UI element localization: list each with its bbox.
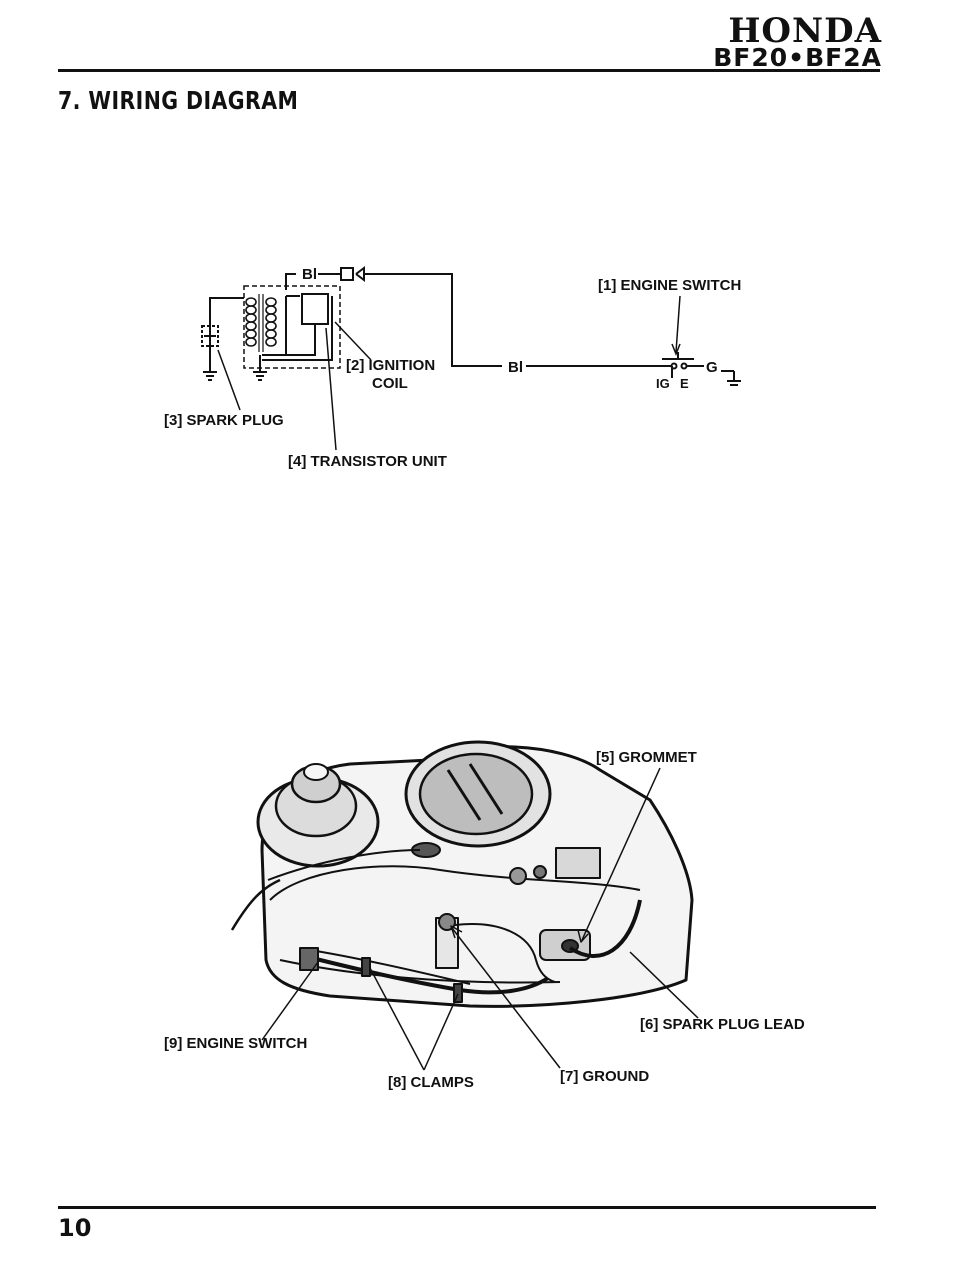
label-clamps: [8] CLAMPS <box>388 1074 474 1091</box>
model-number: BF20•BF2A <box>713 43 882 72</box>
label-ignition-coil-2: COIL <box>372 375 408 392</box>
brand-logo: HONDA <box>728 11 882 51</box>
label-ignition-coil: [2] IGNITION <box>346 357 435 374</box>
wire-color-top: Bl <box>302 266 317 283</box>
label-transistor-unit: [4] TRANSISTOR UNIT <box>288 453 447 470</box>
wire-color-mid: Bl <box>508 359 523 376</box>
header-rule <box>58 69 880 72</box>
terminal-ig: IG <box>656 376 670 391</box>
section-title: 7. WIRING DIAGRAM <box>58 86 299 115</box>
label-grommet: [5] GROMMET <box>596 749 697 766</box>
terminal-e: E <box>680 376 689 391</box>
footer-rule <box>58 1206 876 1209</box>
label-ground: [7] GROUND <box>560 1068 649 1085</box>
page-number: 10 <box>58 1214 92 1242</box>
label-engine-switch-2: [9] ENGINE SWITCH <box>164 1035 307 1052</box>
label-engine-switch: [1] ENGINE SWITCH <box>598 277 741 294</box>
label-spark-plug-lead: [6] SPARK PLUG LEAD <box>640 1016 805 1033</box>
terminal-g: G <box>706 359 718 376</box>
label-spark-plug: [3] SPARK PLUG <box>164 412 284 429</box>
